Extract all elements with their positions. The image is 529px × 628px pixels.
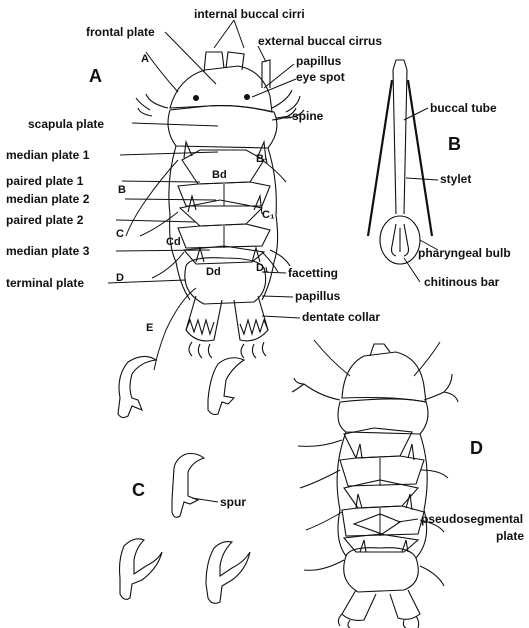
cirrus-letter-bd: Bd [212,169,227,181]
d-cirrus-c [300,470,340,488]
cirrus-letter-b1: B₁ [256,153,269,165]
panel-b-labels: buccal tube stylet pharyngeal bulb chiti… [418,101,511,289]
cirrus-a-line [146,52,178,92]
label-dentate-collar: dentate collar [302,310,380,324]
body-outline-left [169,146,190,300]
dentate-collar-left [186,320,214,334]
cirrus-letter-e: E [146,322,153,334]
cirrus-letter-cd: Cd [166,236,181,248]
panel-d-labels: pseudosegmental plate D [421,438,524,543]
label-facetting: facetting [288,266,338,280]
label-external-buccal-cirrus: external buccal cirrus [258,34,382,48]
panel-b-drawing [368,60,432,264]
side-leg-claws-right [270,108,296,266]
cirrus-e-line [154,288,196,370]
cirrus-letter-d1: D₁ [256,262,269,274]
claw-1 [118,356,156,417]
hind-claws-right [241,342,266,358]
cirrus-letter-c: C [116,228,124,240]
label-spur: spur [220,495,246,509]
d-cirrus-a-right [414,342,440,376]
d-hind-leg-right [390,590,420,619]
d-paired-plate-1 [340,456,424,486]
stylet-right [408,80,432,236]
d-hind-claws [338,614,418,628]
d-terminal-plate [344,548,419,592]
label-stylet: stylet [440,172,471,186]
eye-spot-left [193,95,199,101]
panel-d-leaders [398,519,418,522]
panel-letter-b: B [448,134,461,154]
chitinous-bar-placoids [392,224,409,256]
label-paired-plate-2: paired plate 2 [6,213,84,227]
label-frontal-plate: frontal plate [86,25,155,39]
label-chitinous-bar: chitinous bar [424,275,500,289]
hind-claws-left [189,342,212,358]
panel-d-drawing [292,340,458,628]
label-paired-plate-1: paired plate 1 [6,174,84,188]
terminal-plate-outline [185,258,266,304]
buccal-tube-outline [393,70,407,214]
label-buccal-tube: buccal tube [430,101,497,115]
cirrus-c-line [140,212,178,236]
cirrus-letter-a: A [141,53,149,65]
panel-letter-d: D [470,438,483,458]
eye-spot-right [244,94,250,100]
label-median-plate-2: median plate 2 [6,192,90,206]
cirrus-letter-d: D [116,272,124,284]
d-hind-leg-left [342,590,376,620]
d-head [342,352,426,402]
buccal-tube-tip [393,60,407,70]
d-cirrus-a [314,340,350,376]
cirrus-letter-b: B [118,184,126,196]
stylet-left [368,80,392,236]
d-pseudosegmental-plate [354,514,400,534]
spine-c-left [188,196,196,212]
front-leg-left [136,94,168,116]
panel-c-labels: spur C [132,480,246,509]
label-median-plate-1: median plate 1 [6,148,90,162]
d-side-legs [420,470,448,586]
panel-letter-a: A [89,66,102,86]
label-eye-spot: eye spot [296,70,345,84]
cirrus-letter-c1: C₁ [262,209,275,221]
label-pharyngeal-bulb: pharyngeal bulb [418,246,511,260]
d-front-leg-right [424,374,458,402]
label-terminal-plate: terminal plate [6,276,84,290]
label-papillus-top: papillus [296,54,342,68]
scapula-plate-outline [168,106,277,148]
d-cirrus-b [298,440,342,446]
d-front-leg-left [292,378,340,400]
dentate-collar-right [240,320,268,334]
label-internal-buccal-cirri: internal buccal cirri [194,7,305,21]
claw-2 [208,358,244,415]
label-scapula-plate: scapula plate [28,117,104,131]
label-pseudosegmental: pseudosegmental [421,512,523,526]
label-plate: plate [496,529,524,543]
hind-leg-left [186,296,222,341]
d-cirrus-e [304,560,344,570]
cirrus-letter-dd: Dd [206,266,221,278]
d-cirrus-d [306,512,342,530]
label-median-plate-3: median plate 3 [6,244,90,258]
label-spine: spine [292,109,324,123]
claw-5 [206,542,250,604]
label-papillus-bottom: papillus [295,289,341,303]
claw-4 [120,539,163,599]
panel-a-labels: internal buccal cirri frontal plate exte… [6,7,382,334]
d-paired-plate-2 [342,506,424,536]
panel-letter-c: C [132,480,145,500]
claw-3-with-spur [172,454,204,518]
